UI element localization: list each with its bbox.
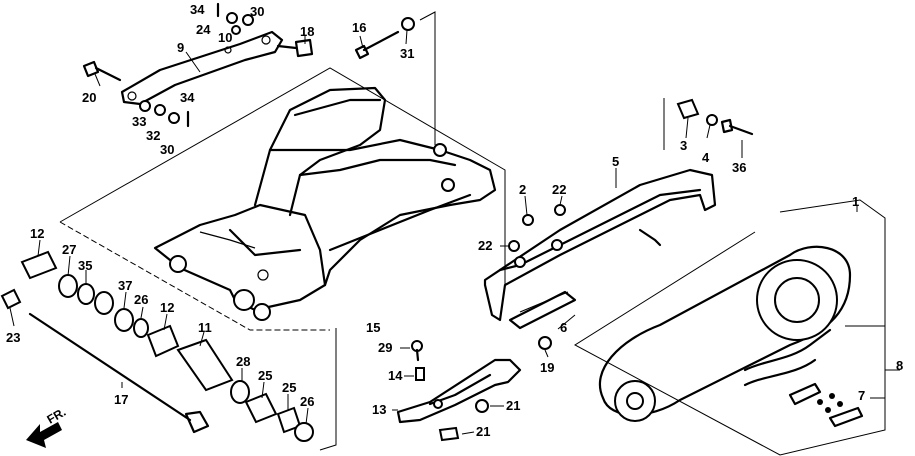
callout-5: 5 [612, 154, 619, 169]
bolt-36 [720, 118, 754, 136]
callout-15: 15 [366, 320, 380, 335]
callout-34: 34 [190, 2, 205, 17]
master-link-7 [788, 382, 864, 428]
collar-14 [415, 367, 425, 381]
callout-16: 16 [352, 20, 366, 35]
callout-14: 14 [388, 368, 403, 383]
callout-12: 12 [160, 300, 174, 315]
front-direction-arrow: FR. [26, 405, 68, 448]
callout-21: 21 [476, 424, 490, 439]
callout-23: 23 [6, 330, 20, 345]
washers-bearings-right [230, 380, 314, 442]
callout-7: 7 [858, 388, 865, 403]
callout-17: 17 [114, 392, 128, 407]
callout-30: 30 [250, 4, 264, 19]
callout-24: 24 [196, 22, 211, 37]
callout-9: 9 [177, 40, 184, 55]
callout-25: 25 [282, 380, 296, 395]
plate-6 [508, 290, 577, 330]
bolt-16 [354, 30, 400, 60]
callout-20: 20 [82, 90, 96, 105]
collar-4 [706, 114, 718, 126]
callout-10: 10 [218, 30, 232, 45]
callout-32: 32 [146, 128, 160, 143]
callout-37: 37 [118, 278, 132, 293]
nuts-21 [438, 399, 489, 442]
callout-12: 12 [30, 226, 44, 241]
callout-26: 26 [134, 292, 148, 307]
callout-18: 18 [300, 24, 314, 39]
callout-8: 8 [896, 358, 903, 373]
callout-21: 21 [506, 398, 520, 413]
callout-35: 35 [78, 258, 92, 273]
callout-2: 2 [519, 182, 526, 197]
callout-30: 30 [160, 142, 174, 157]
swingarm-frame [153, 86, 497, 321]
washers-bearings-left [58, 274, 149, 338]
upper-link-bracket [120, 30, 284, 106]
callout-27: 27 [62, 242, 76, 257]
bushing-12-right [146, 324, 180, 358]
bolt-20 [82, 60, 122, 82]
callout-13: 13 [372, 402, 386, 417]
bushing-12-left [20, 250, 58, 280]
callout-33: 33 [132, 114, 146, 129]
nut-23 [0, 288, 22, 310]
callout-36: 36 [732, 160, 746, 175]
callout-3: 3 [680, 138, 687, 153]
callout-22: 22 [478, 238, 492, 253]
rubber-grommet-3 [663, 98, 700, 150]
drive-chain-kit [574, 199, 886, 456]
callout-labels: 34 30 24 10 18 9 20 34 33 32 30 16 31 3 … [6, 2, 903, 439]
callout-4: 4 [702, 150, 710, 165]
pivot-bolt-17 [28, 312, 210, 434]
callout-22: 22 [552, 182, 566, 197]
bolt-18 [276, 38, 314, 58]
swingarm-outline-box [59, 11, 506, 451]
chain-slider-13 [396, 358, 522, 424]
front-label: FR. [45, 405, 69, 427]
callout-19: 19 [540, 360, 554, 375]
callout-28: 28 [236, 354, 250, 369]
nut-31 [401, 17, 415, 31]
callout-34: 34 [180, 90, 195, 105]
leader-lines [9, 29, 900, 435]
callout-1: 1 [852, 194, 859, 209]
bolt-19 [538, 336, 552, 350]
pivot-collar-11 [176, 338, 234, 392]
bolt-29 [411, 340, 423, 362]
washers-top [139, 2, 254, 128]
callout-29: 29 [378, 340, 392, 355]
callout-26: 26 [300, 394, 314, 409]
callout-6: 6 [560, 320, 567, 335]
callout-11: 11 [198, 320, 212, 335]
callout-25: 25 [258, 368, 272, 383]
chain-case [483, 168, 717, 322]
bolts-22 [508, 204, 566, 252]
callout-31: 31 [400, 46, 414, 61]
